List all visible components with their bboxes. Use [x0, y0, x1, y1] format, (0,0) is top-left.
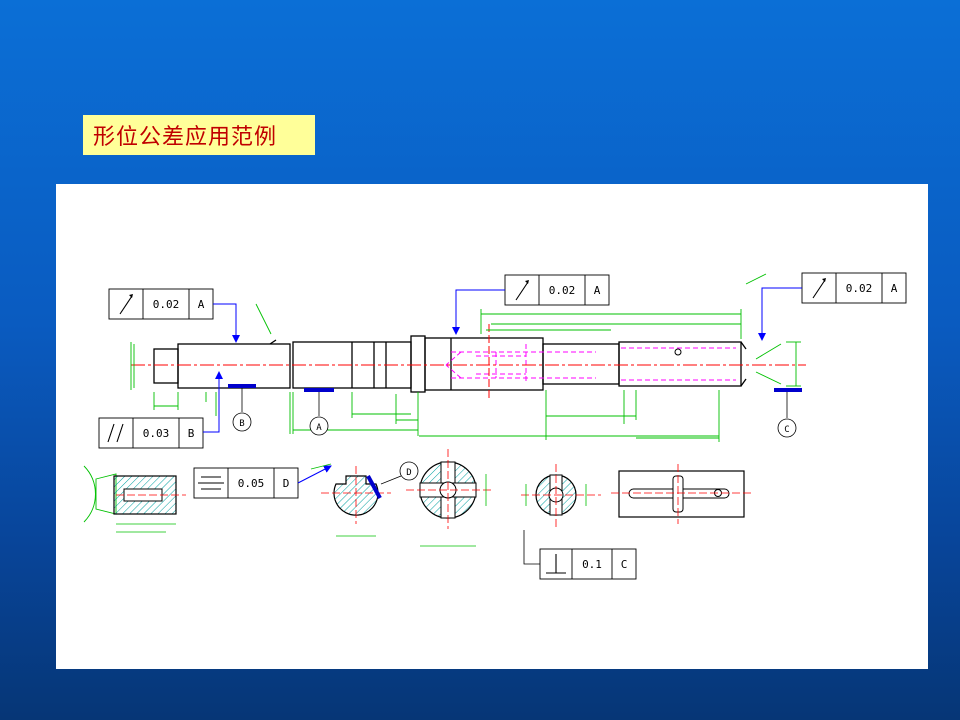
runout-icon: [812, 279, 826, 299]
datum-b: B: [232, 412, 252, 432]
svg-text:D: D: [283, 477, 290, 490]
svg-text:0.02: 0.02: [549, 284, 576, 297]
svg-text:C: C: [621, 558, 628, 571]
svg-text:0.03: 0.03: [143, 427, 170, 440]
detail-keyway-d: D: [310, 461, 419, 537]
shaft-hole: [674, 348, 682, 356]
svg-text:0.1: 0.1: [582, 558, 602, 571]
dimension-lines: [130, 273, 801, 442]
fcf-runout-mid: 0.02 A: [452, 274, 610, 335]
svg-text:A: A: [891, 282, 898, 295]
svg-text:A: A: [594, 284, 601, 297]
fcf-runout-left: 0.02 A: [108, 288, 240, 343]
svg-text:0.02: 0.02: [153, 298, 180, 311]
svg-text:B: B: [239, 419, 244, 429]
svg-text:D: D: [406, 468, 411, 478]
shaft-outline: [153, 335, 747, 393]
svg-text:0.02: 0.02: [846, 282, 873, 295]
detail-round-section: [521, 464, 601, 529]
parallel-icon: [107, 423, 124, 443]
fcf-symmetry: 0.05 D: [193, 465, 332, 499]
symmetry-icon: [198, 476, 224, 490]
datum-bars: [228, 384, 802, 392]
slide-title: 形位公差应用范例: [83, 115, 315, 155]
engineering-drawing: B A C 0.02 A 0.03 B: [83, 272, 907, 580]
fcf-runout-right: 0.02 A: [758, 272, 907, 341]
drawing-sheet: B A C 0.02 A 0.03 B: [56, 184, 928, 669]
detail-cross-section: [406, 449, 491, 547]
perpendicular-icon: [546, 554, 566, 574]
svg-text:A: A: [198, 298, 205, 311]
datum-a: A: [309, 416, 329, 436]
shaft-hidden-lines: [445, 344, 736, 384]
svg-text:C: C: [784, 425, 789, 435]
detail-left-section: [83, 465, 186, 533]
fcf-parallel: 0.03 B: [98, 371, 223, 449]
detail-keyed-view: [611, 464, 751, 524]
fcf-perpendicular: 0.1 C: [523, 530, 637, 580]
datum-c: C: [777, 418, 797, 438]
runout-icon: [119, 295, 133, 315]
svg-text:B: B: [188, 427, 195, 440]
svg-text:A: A: [316, 423, 322, 433]
runout-icon: [515, 281, 529, 301]
svg-text:0.05: 0.05: [238, 477, 265, 490]
